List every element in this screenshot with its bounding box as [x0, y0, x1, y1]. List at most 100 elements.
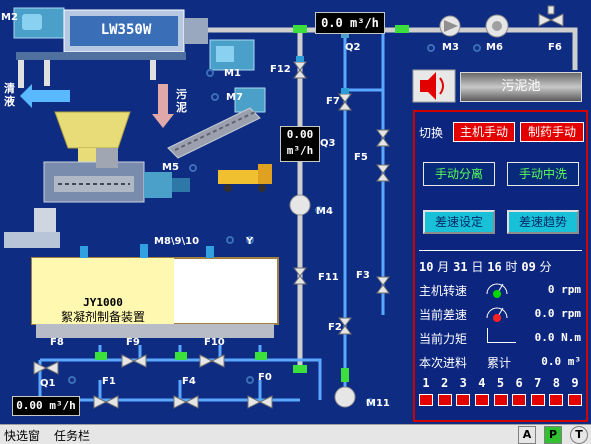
clear-liquid-arrow — [20, 84, 70, 108]
label-m4: M4 — [316, 206, 333, 217]
indicator-number: 5 — [496, 376, 505, 390]
indicator-1: 1 — [419, 376, 433, 406]
torque-bar — [487, 328, 516, 343]
label-f11: F11 — [318, 272, 339, 283]
label-f12: F12 — [270, 64, 291, 75]
panel-divider — [419, 250, 582, 251]
label-m6: M6 — [486, 42, 503, 53]
flow-display-q3: 0.00 m³/h — [280, 126, 320, 162]
indicator-number: 3 — [459, 376, 467, 390]
pipe-joints — [95, 25, 409, 382]
task-bar-label[interactable]: 任务栏 — [54, 429, 91, 443]
label-f5: F5 — [354, 152, 368, 163]
indicator-number: 4 — [478, 376, 486, 390]
manual-separate-button[interactable]: 手动分离 — [423, 162, 495, 186]
label-f3: F3 — [356, 270, 370, 281]
date-month-unit: 月 — [437, 260, 450, 274]
mixer-machine — [43, 148, 190, 203]
indicator-lamp — [474, 394, 489, 406]
label-f1: F1 — [102, 376, 116, 387]
host-speed-label: 主机转速 — [419, 284, 468, 298]
flow-top-unit: m³/h — [350, 16, 379, 30]
time-minute: 09 — [521, 260, 536, 274]
label-m7: M7 — [226, 92, 243, 103]
indicator-lamp — [568, 394, 582, 406]
indicator-2: 2 — [437, 376, 452, 406]
time-hour: 16 — [487, 260, 502, 274]
label-f6: F6 — [548, 42, 562, 53]
dose-manual-button[interactable]: 制药手动 — [520, 122, 584, 142]
label-f2: F2 — [328, 322, 342, 333]
manual-wash-button[interactable]: 手动中洗 — [507, 162, 579, 186]
indicator-4: 4 — [474, 376, 489, 406]
pump-m6 — [485, 14, 509, 38]
indicator-lamp — [512, 394, 527, 406]
taskbar: 快选窗 任务栏 A P T — [0, 424, 591, 444]
torque-label: 当前力矩 — [419, 332, 468, 346]
btn-a[interactable]: A — [518, 426, 536, 444]
speed-diff-label: 当前差速 — [419, 308, 468, 322]
indicator-number: 1 — [422, 376, 430, 390]
hopper — [54, 111, 131, 162]
centrifuge — [13, 7, 208, 88]
centrifuge-model-label: LW350W — [100, 22, 152, 38]
label-f9: F9 — [126, 337, 140, 348]
pump-m3 — [439, 15, 461, 37]
label-y: Y — [246, 236, 254, 247]
sludge-tank-button[interactable]: 污泥池 — [460, 72, 582, 102]
indicator-lamp — [419, 394, 433, 406]
dosing-unit-name: 絮凝剂制备装置 — [60, 310, 145, 324]
dosing-unit-model: JY1000 — [83, 296, 123, 309]
flow-display-bottom: 0.00 m³/h — [12, 396, 80, 416]
motor-m1 — [209, 39, 255, 71]
indicator-number: 7 — [534, 376, 542, 390]
date-day: 31 — [453, 260, 468, 274]
host-manual-button[interactable]: 主机手动 — [453, 122, 515, 142]
pump-m11 — [334, 386, 356, 408]
dosing-tank — [31, 244, 279, 338]
speed-diff-value: 0.0 rpm — [534, 307, 581, 320]
speed-diff-trend-button[interactable]: 差速趋势 — [507, 210, 579, 234]
btn-p[interactable]: P — [544, 426, 562, 444]
quick-window-label[interactable]: 快选窗 — [4, 429, 41, 443]
valves — [33, 5, 564, 409]
indicator-9: 9 — [568, 376, 582, 406]
btn-t[interactable]: T — [570, 426, 588, 444]
feed-label: 本次进料 — [419, 356, 468, 370]
label-q3: Q3 — [320, 138, 336, 149]
indicator-number: 8 — [552, 376, 560, 390]
time-minute-unit: 分 — [539, 260, 552, 274]
date-month: 10 — [419, 260, 434, 274]
label-m11: M11 — [366, 398, 390, 409]
time-hour-unit: 时 — [505, 260, 518, 274]
status-dots — [68, 44, 481, 406]
label-f8: F8 — [50, 337, 64, 348]
torque-value: 0.0 N.m — [534, 331, 581, 344]
indicator-8: 8 — [549, 376, 564, 406]
label-sludge: 污泥 — [176, 88, 187, 114]
label-f10: F10 — [204, 337, 225, 348]
flow-q3-value: 0.00 — [286, 128, 314, 141]
speed-diff-set-button[interactable]: 差速设定 — [423, 210, 495, 234]
control-panel: 切换 主机手动 制药手动 手动分离 手动中洗 差速设定 差速趋势 10 月 31… — [413, 110, 588, 422]
label-m8-10: M8\9\10 — [154, 236, 200, 247]
date-time: 10 月 31 日 16 时 09 分 — [419, 258, 582, 275]
indicator-5: 5 — [493, 376, 508, 406]
indicator-lamp — [456, 394, 471, 406]
flow-top-value: 0.0 — [321, 16, 343, 30]
sludge-arrow — [152, 84, 174, 128]
feed-total-label: 累计 — [487, 356, 512, 370]
indicator-lamp — [493, 394, 508, 406]
label-m5: M5 — [162, 162, 179, 173]
indicator-lamp — [549, 394, 564, 406]
indicator-7: 7 — [530, 376, 545, 406]
switch-label: 切换 — [419, 126, 444, 140]
label-m3: M3 — [442, 42, 459, 53]
indicator-6: 6 — [512, 376, 527, 406]
label-q1: Q1 — [40, 378, 56, 389]
label-clear-liquid: 清液 — [4, 82, 15, 108]
alarm-speaker-icon[interactable] — [412, 69, 456, 103]
